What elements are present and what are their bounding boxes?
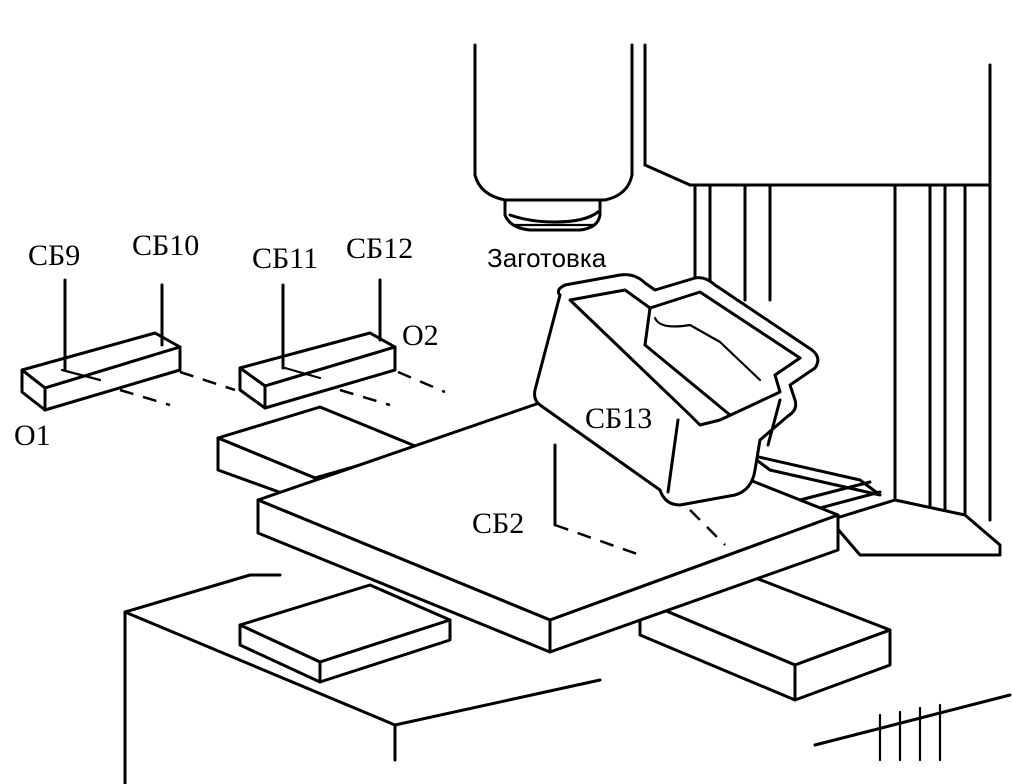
label-sb10: СБ10	[132, 229, 199, 262]
lower-left-guide	[238, 583, 452, 684]
label-sb12: СБ12	[346, 232, 413, 265]
sensor-block-left	[20, 278, 182, 412]
label-sb2: СБ2	[472, 507, 524, 540]
axis-lines	[119, 370, 726, 557]
label-sb9: СБ9	[28, 239, 80, 272]
machine-column	[643, 43, 1002, 557]
spindle	[473, 43, 634, 232]
labels: СБ9 СБ10 СБ11 СБ12 O1 O2 Заготовка СБ13 …	[14, 229, 652, 540]
workpiece-box	[533, 273, 820, 507]
label-o2: O2	[402, 319, 439, 352]
label-sb11: СБ11	[252, 242, 318, 275]
sensor-block-right	[238, 278, 397, 410]
label-o1: O1	[14, 419, 51, 452]
label-sb13: СБ13	[585, 402, 652, 435]
machine-base	[123, 573, 1012, 784]
label-workpiece: Заготовка	[487, 243, 607, 273]
work-table	[256, 398, 840, 654]
